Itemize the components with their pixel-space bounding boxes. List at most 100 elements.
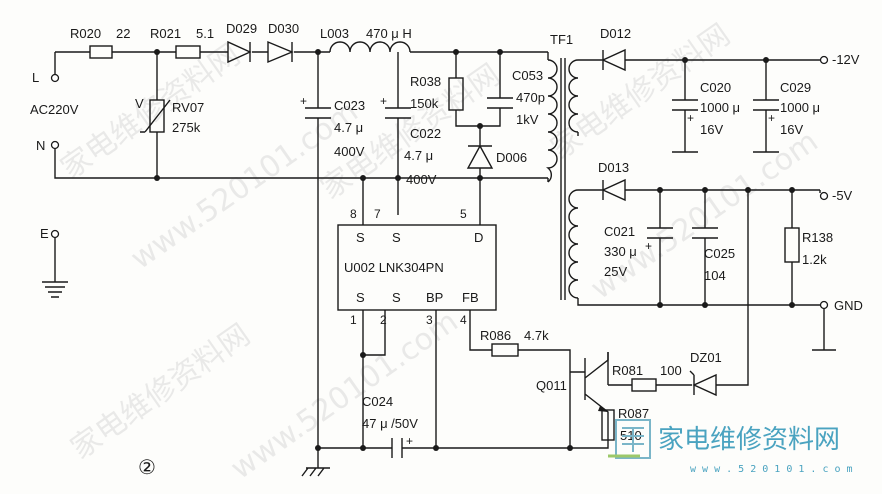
diode-D013 — [601, 178, 626, 202]
label-D013: D013 — [598, 160, 629, 175]
label-ic-name: U002 LNK304PN — [344, 260, 444, 275]
transformer-secondary-5v — [568, 189, 579, 299]
logo-url-text: w w w . 5 2 0 1 0 1 . c o m — [690, 464, 853, 475]
watermark-text: www.520101.com — [225, 304, 465, 487]
label-C053-value: 470p — [516, 90, 545, 105]
label-C029: C029 — [780, 80, 811, 95]
label-R086: R086 — [480, 328, 511, 343]
label-C024: C024 — [362, 394, 393, 409]
label-RV07-value: 275k — [172, 120, 201, 135]
label-ic-BP: BP — [426, 290, 443, 305]
N-terminal — [50, 140, 60, 150]
label-C029-value: 1000 μ — [780, 100, 820, 115]
label-R021: R021 — [150, 26, 181, 41]
diode-D006 — [466, 144, 494, 169]
label-V: V — [135, 96, 144, 111]
svg-text:+: + — [687, 111, 694, 125]
diode-D030 — [267, 40, 294, 64]
figure-number: ② — [138, 457, 156, 479]
label-C020: C020 — [700, 80, 731, 95]
resistor-R138 — [784, 227, 800, 263]
zener-DZ01 — [689, 370, 717, 397]
label-R087: R087 — [618, 406, 649, 421]
label-R038: R038 — [410, 74, 441, 89]
label-out-5v: -5V — [832, 188, 853, 203]
svg-text:+: + — [768, 111, 775, 125]
label-pin2: 2 — [380, 313, 387, 327]
label-ic-S2: S — [392, 230, 401, 245]
inductor-L003 — [329, 41, 411, 53]
label-C053-voltage: 1kV — [516, 112, 539, 127]
label-pin5: 5 — [460, 207, 467, 221]
label-C021-voltage: 25V — [604, 264, 627, 279]
transformer-secondary-12v — [568, 59, 579, 133]
resistor-R038 — [448, 77, 464, 111]
label-pin3: 3 — [426, 313, 433, 327]
label-R138-value: 1.2k — [802, 252, 827, 267]
label-C022-voltage: 400V — [406, 172, 437, 187]
label-D030: D030 — [268, 21, 299, 36]
svg-text:+: + — [380, 94, 387, 108]
label-C025: C025 — [704, 246, 735, 261]
label-ic-S3: S — [356, 290, 365, 305]
label-C024-value: 47 μ /50V — [362, 416, 418, 431]
label-C022-value: 4.7 μ — [404, 148, 433, 163]
resistor-R087 — [601, 409, 615, 441]
label-L003: L003 — [320, 26, 349, 41]
diode-D029 — [227, 40, 252, 64]
resistor-R086 — [491, 343, 519, 357]
svg-text:+: + — [406, 434, 413, 448]
out-12v-terminal — [819, 55, 829, 65]
label-ic-S1: S — [356, 230, 365, 245]
label-R086-value: 4.7k — [524, 328, 549, 343]
label-R021-value: 5.1 — [196, 26, 214, 41]
L-terminal — [50, 73, 60, 83]
label-C025-value: 104 — [704, 268, 726, 283]
label-C023-value: 4.7 μ — [334, 120, 363, 135]
svg-text:+: + — [300, 94, 307, 108]
label-pin8: 8 — [350, 207, 357, 221]
diode-D012 — [601, 48, 626, 72]
label-DZ01: DZ01 — [690, 350, 722, 365]
label-C023: C023 — [334, 98, 365, 113]
label-C020-value: 1000 μ — [700, 100, 740, 115]
gnd-terminal — [819, 300, 829, 310]
svg-text:+: + — [645, 239, 652, 253]
resistor-R020 — [89, 45, 113, 59]
label-pin7: 7 — [374, 207, 381, 221]
label-D012: D012 — [600, 26, 631, 41]
label-pin4: 4 — [460, 313, 467, 327]
label-Q011: Q011 — [536, 378, 567, 393]
label-C021-value: 330 μ — [604, 244, 637, 259]
label-R138: R138 — [802, 230, 833, 245]
E-terminal — [50, 229, 60, 239]
logo-cn-text: 家电维修资料网 — [658, 425, 840, 455]
label-N: N — [36, 138, 45, 153]
label-C029-voltage: 16V — [780, 122, 803, 137]
label-R081-value: 100 — [660, 363, 682, 378]
label-C020-voltage: 16V — [700, 122, 723, 137]
label-D006: D006 — [496, 150, 527, 165]
label-R038-value: 150k — [410, 96, 439, 111]
label-E: E — [40, 226, 49, 241]
label-TF1: TF1 — [550, 32, 573, 47]
label-R020-value: 22 — [116, 26, 130, 41]
label-C023-voltage: 400V — [334, 144, 365, 159]
label-pin1: 1 — [350, 313, 357, 327]
out-5v-terminal — [819, 191, 829, 201]
transformer-primary — [546, 59, 558, 183]
label-L003-value: 470 μ H — [366, 26, 412, 41]
ic-LNK304PN — [337, 224, 497, 311]
resistor-R021 — [175, 45, 201, 59]
label-out-12v: -12V — [832, 52, 860, 67]
label-RV07: RV07 — [172, 100, 204, 115]
component-labels: R020 22 R021 5.1 D029 D030 L003 470 μ H … — [30, 21, 863, 479]
label-C053: C053 — [512, 68, 543, 83]
label-AC220V: AC220V — [30, 102, 79, 117]
site-logo: 家电维修资料网 w w w . 5 2 0 1 0 1 . c o m — [608, 419, 853, 475]
label-GND: GND — [834, 298, 863, 313]
label-R020: R020 — [70, 26, 101, 41]
resistor-R081 — [631, 378, 657, 392]
